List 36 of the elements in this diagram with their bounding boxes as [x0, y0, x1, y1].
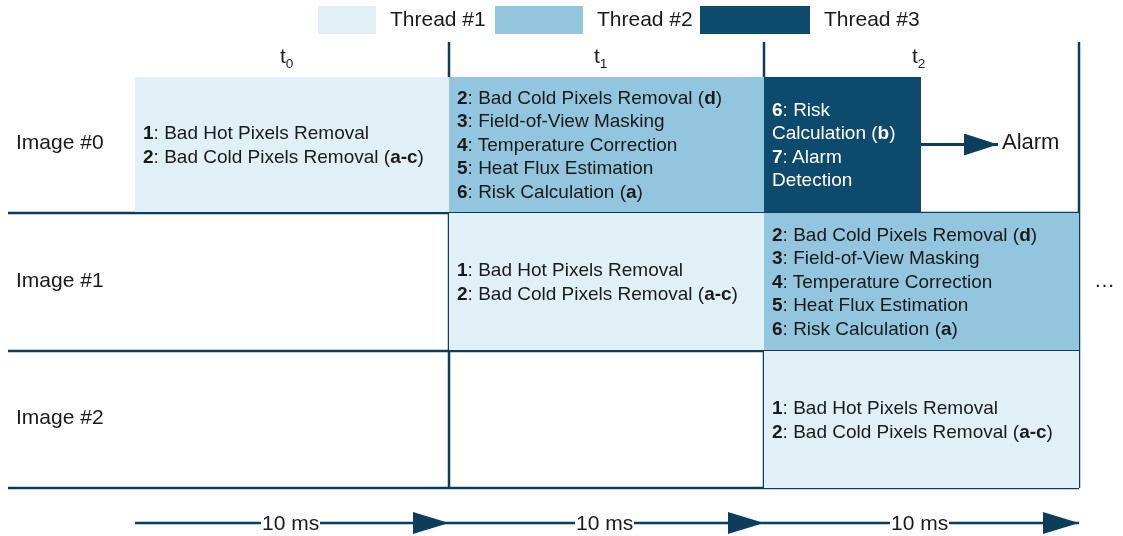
- step-text: 1: Bad Hot Pixels Removal: [772, 396, 999, 420]
- row-label: Image #1: [16, 268, 104, 292]
- time-label: t$_{0}$: [280, 44, 294, 72]
- step-text: 3: Field-of-View Masking: [457, 109, 666, 133]
- arrow: [921, 133, 998, 156]
- step-text: 7: Alarm Detection: [772, 144, 854, 192]
- process-box: [764, 213, 1079, 350]
- step-text: 6: Risk Calculation (a): [772, 316, 959, 341]
- step-text: 4: Temperature Correction: [457, 132, 679, 157]
- legend-label: Thread #2: [597, 7, 693, 31]
- process-box: [135, 77, 449, 212]
- step-text: 1: Bad Hot Pixels Removal: [457, 258, 684, 282]
- ellipsis: …: [1094, 268, 1115, 292]
- row-label: Image #2: [16, 405, 104, 429]
- step-text: 2: Bad Cold Pixels Removal (a-c): [772, 419, 1054, 443]
- step-text: 2: Bad Cold Pixels Removal (d): [772, 222, 1039, 247]
- process-box: [449, 77, 764, 212]
- output-text: Alarm: [1002, 130, 1061, 154]
- time-label: t$_{1}$: [594, 44, 608, 72]
- step-text: 5: Heat Flux Estimation: [457, 156, 655, 180]
- step-text: 1: Bad Hot Pixels Removal: [143, 121, 370, 145]
- process-box: [449, 213, 764, 350]
- legend-label: Thread #1: [390, 7, 486, 31]
- step-text: 2: Bad Cold Pixels Removal (d): [457, 85, 724, 110]
- time-label: t$_{2}$: [912, 44, 926, 72]
- legend-label: Thread #3: [824, 7, 920, 31]
- step-text: 6: Risk Calculation (a): [457, 179, 644, 204]
- step-text: 4: Temperature Correction: [772, 269, 994, 294]
- step-text: 6: Risk Calculation (b): [772, 97, 897, 145]
- step-text: 2: Bad Cold Pixels Removal (a-c): [143, 144, 425, 168]
- row-label: Image #0: [16, 130, 104, 154]
- process-box: [764, 351, 1079, 488]
- step-text: 5: Heat Flux Estimation: [772, 293, 970, 317]
- step-text: 2: Bad Cold Pixels Removal (a-c): [457, 281, 739, 305]
- step-text: 3: Field-of-View Masking: [772, 246, 981, 270]
- process-box: [764, 77, 921, 212]
